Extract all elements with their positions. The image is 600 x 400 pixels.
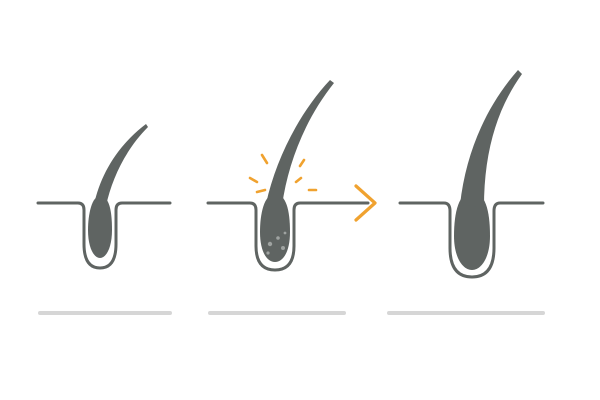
hair-bulb [260, 194, 290, 262]
skin-line [36, 201, 172, 270]
activation-rays-icon [248, 153, 318, 194]
stage-3-thick-hair [398, 70, 545, 279]
hair-bulb [454, 192, 490, 270]
hair-shaft [460, 70, 522, 207]
hair-bulb [88, 196, 112, 258]
skin-line [398, 201, 545, 279]
hair-shaft [94, 124, 148, 206]
skin-line [206, 201, 370, 272]
stage-2-stimulated-hair [206, 80, 377, 272]
hair-shaft [266, 80, 334, 206]
arrow-right-icon [354, 184, 377, 222]
stage-1-thin-hair [36, 124, 172, 270]
bulb-sparkle-dots [266, 231, 287, 255]
